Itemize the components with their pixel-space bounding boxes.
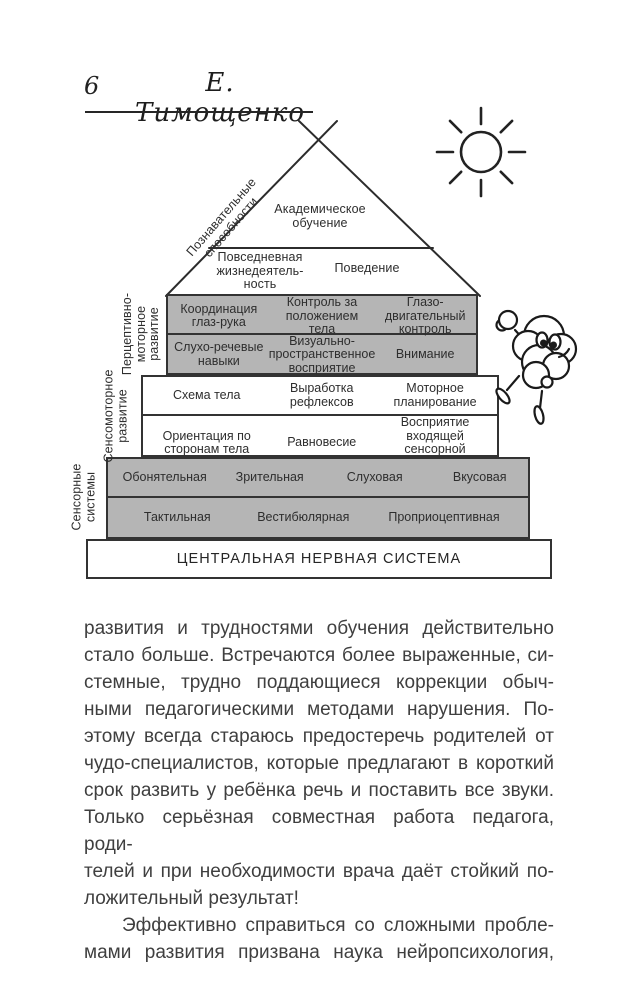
behavior-label: Поведение	[334, 261, 400, 275]
brain-character-icon	[495, 309, 578, 425]
daily-life-label: Повседневная жизнедеятель-ность	[216, 250, 304, 291]
pyramid-cell: Слуховая	[346, 469, 403, 484]
side-label-sensorimotor: Сенсомоторное развитие	[101, 369, 130, 463]
pyramid-cell: Визуально-пространственное восприятие	[268, 333, 376, 375]
triangle-right-edge	[298, 120, 481, 297]
text-line: Эффективно справиться со сложными пробле…	[122, 915, 554, 936]
text-line: чудо-специалистов, которые предлагают в …	[84, 753, 554, 774]
sun-icon	[435, 106, 527, 198]
pyramid-cell: Зрительная	[235, 469, 304, 484]
pyramid-row: Координация глаз-рука Контроль за положе…	[168, 295, 476, 336]
pyramid-lines-svg	[165, 106, 527, 297]
pyramid-cell: Контроль за положением тела	[285, 295, 359, 336]
pyramid-cell: Схема тела	[172, 387, 241, 402]
pyramid-cell: Моторное планирование	[393, 381, 477, 409]
author-name: Е. Тимощенко	[134, 68, 305, 128]
cns-base-block: ЦЕНТРАЛЬНАЯ НЕРВНАЯ СИСТЕМА	[86, 539, 552, 579]
pyramid-cell: Координация глаз-рука	[180, 301, 258, 330]
pyramid-row: Обонятельная Зрительная Слуховая Вкусова…	[108, 459, 528, 498]
text-line: стемные, трудно поддающиеся коррекции об…	[84, 672, 554, 693]
pyramid-cell: Вкусовая	[452, 469, 507, 484]
pyramid-row: Слухо-речевые навыки Визуально-пространс…	[168, 333, 476, 375]
perceptual-motor-block: Координация глаз-рука Контроль за положе…	[166, 294, 478, 375]
text-line: ложительный результат!	[84, 888, 299, 909]
text-line: стало больше. Встречаются более выраженн…	[84, 645, 554, 666]
text-line: развития и трудностями обучения действит…	[84, 618, 554, 639]
body-text: развития и трудностями обучения действит…	[84, 615, 554, 966]
pyramid-cell: Выработка рефлексов	[289, 381, 354, 409]
pyramid-cell: Глазо-двигательный контроль	[384, 295, 466, 336]
sensory-systems-block: Обонятельная Зрительная Слуховая Вкусова…	[106, 457, 530, 539]
side-label-sensory-systems: Сенсорные системы	[69, 463, 98, 531]
sensorimotor-block: Схема тела Выработка рефлексов Моторное …	[141, 375, 499, 469]
pyramid-cell: Проприоцептивная	[388, 509, 500, 524]
academic-learning-label: Академическое обучение	[274, 202, 366, 230]
pyramid-row: Ориентация по сторонам тела Равновесие В…	[143, 415, 497, 469]
header-rule	[85, 111, 313, 113]
text-line: Только серьёзная совместная работа педаг…	[84, 807, 554, 855]
pyramid-cell: Слухо-речевые навыки	[174, 340, 264, 368]
triangle-left-edge	[165, 120, 338, 297]
pyramid-cell: Обонятельная	[122, 469, 207, 484]
text-line: мами развития призвана наука нейропсихол…	[84, 942, 554, 963]
pyramid-cell: Внимание	[395, 347, 455, 361]
pyramid-cell: Вестибюлярная	[257, 509, 350, 524]
pyramid-row: Тактильная Вестибюлярная Проприоцептивна…	[108, 498, 528, 537]
pyramid-row: Схема тела Выработка рефлексов Моторное …	[143, 377, 497, 416]
pyramid-cell: Тактильная	[143, 509, 211, 524]
text-line: ными педагогическими методами нарушения.…	[84, 699, 554, 720]
pyramid-cell: Равновесие	[287, 435, 357, 450]
text-line: этому всегда стараюсь предостеречь родит…	[84, 726, 554, 747]
text-line: срок развить у ребёнка речь и поставить …	[84, 780, 554, 801]
page-number: 6	[84, 72, 100, 100]
development-pyramid-figure: Познавательные способности Академическое…	[69, 106, 578, 579]
pyramid-cell: Ориентация по сторонам тела	[162, 428, 251, 456]
text-line: телей и при необходимости врача даёт сто…	[84, 861, 554, 882]
